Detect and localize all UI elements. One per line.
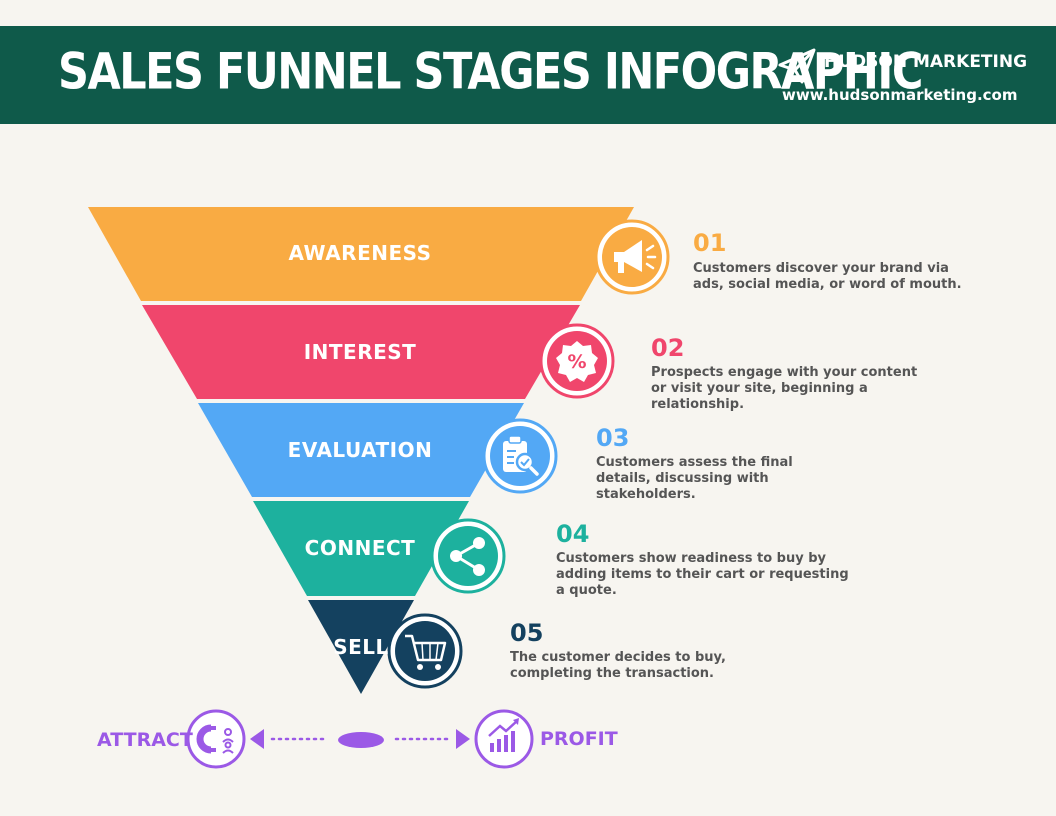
brand-name: HUDSON MARKETING [824, 52, 1028, 72]
funnel-band-connect [253, 501, 469, 596]
page-title: SALES FUNNEL STAGES INFOGRAPHIC [58, 43, 923, 101]
header-banner [0, 26, 1056, 124]
step-description-03: Customers assess the final details, disc… [596, 455, 793, 502]
funnel-band-awareness [88, 207, 634, 301]
step-number-05: 05 [510, 619, 544, 647]
share-nodes-icon [430, 518, 506, 594]
step-description-01: Customers discover your brand via ads, s… [693, 261, 962, 292]
megaphone-icon [594, 219, 670, 295]
step-number-01: 01 [693, 229, 727, 257]
funnel-band-evaluation [198, 403, 524, 497]
clipboard-check-icon [482, 418, 558, 494]
arrow-left-icon [250, 729, 264, 749]
paper-plane-icon [778, 48, 816, 84]
stage-label-sell: SELL [333, 635, 389, 659]
brand-url: www.hudsonmarketing.com [782, 86, 1018, 104]
stage-label-awareness: AWARENESS [288, 241, 432, 265]
step-number-04: 04 [556, 520, 590, 548]
funnel-band-sell [308, 600, 414, 694]
step-number-03: 03 [596, 424, 630, 452]
profit-label: PROFIT [540, 728, 618, 750]
percent-badge-icon: % [539, 323, 615, 399]
step-description-02: Prospects engage with your content or vi… [651, 365, 918, 412]
stage-label-connect: CONNECT [304, 536, 416, 560]
step-description-05: The customer decides to buy, completing … [510, 650, 726, 681]
shopping-cart-icon [387, 613, 463, 689]
magnet-icon [186, 709, 246, 769]
funnel-band-interest [142, 305, 580, 399]
attract-label: ATTRACT [97, 729, 193, 751]
arrow-right-icon [456, 729, 470, 749]
svg-text:%: % [567, 351, 586, 373]
stage-label-evaluation: EVALUATION [287, 438, 433, 462]
stage-label-interest: INTEREST [303, 340, 417, 364]
flow-center-ellipse [338, 732, 384, 748]
step-description-04: Customers show readiness to buy by addin… [556, 551, 849, 598]
step-number-02: 02 [651, 334, 685, 362]
growth-chart-icon [474, 709, 534, 769]
